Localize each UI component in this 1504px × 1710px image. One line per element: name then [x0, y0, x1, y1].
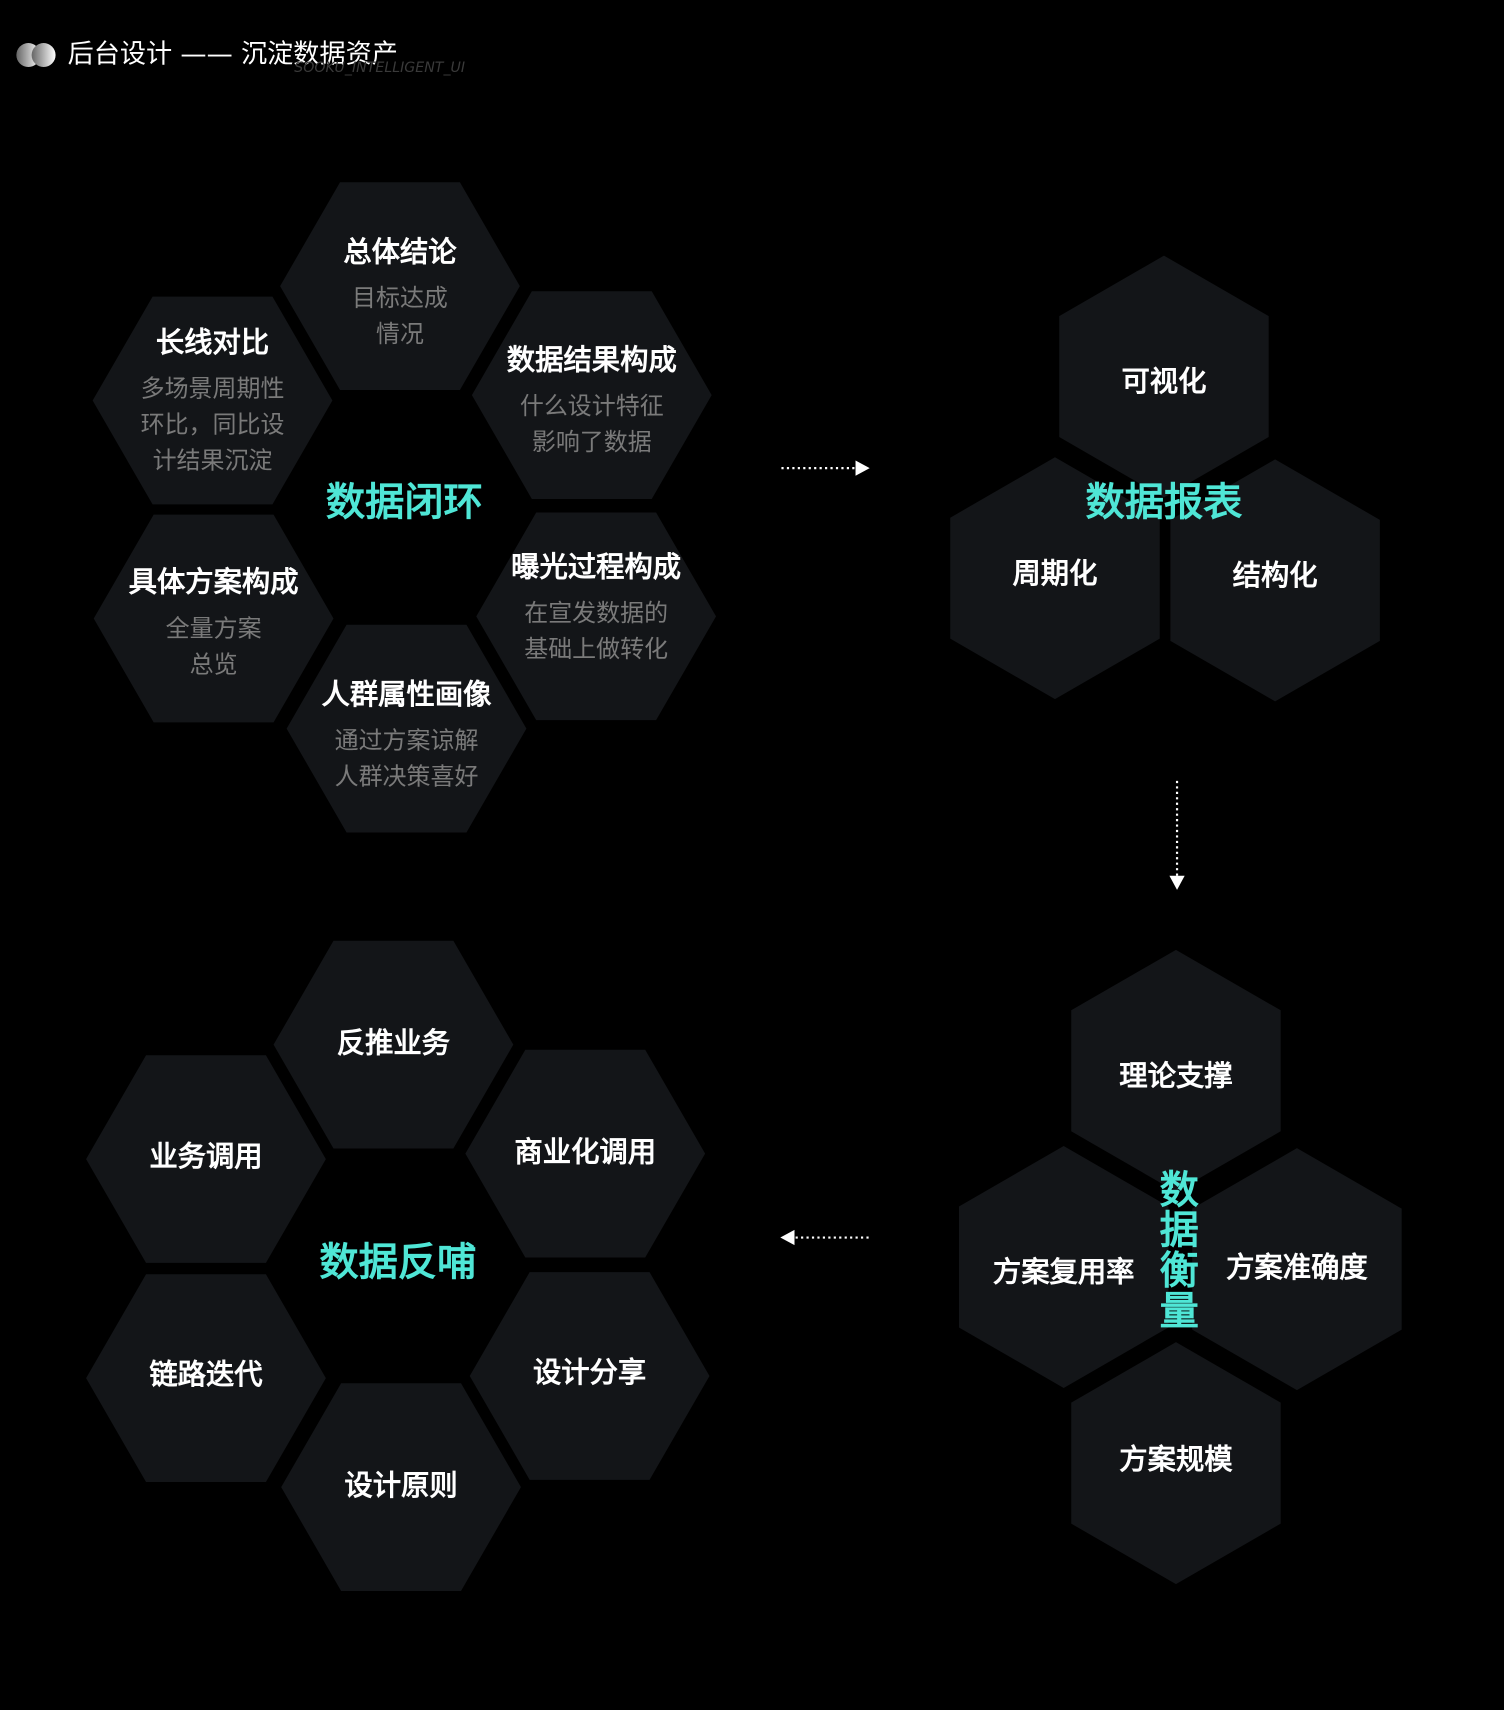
group-label-char: 数 [1160, 1168, 1200, 1213]
hex-title: 周期化 [1012, 557, 1097, 590]
hexagon-shape [1170, 459, 1380, 702]
hex-title: 人群属性画像 [322, 678, 493, 711]
hex-title: 长线对比 [156, 326, 269, 359]
hexagon-shape [281, 1383, 521, 1591]
hex-subtitle: 人群决策喜好 [335, 763, 479, 791]
hex-title: 方案准确度 [1226, 1251, 1368, 1284]
hexagon-shape [1059, 255, 1269, 498]
hex-node: 方案准确度 [1192, 1148, 1402, 1391]
group-label: 数据报表 [1086, 481, 1244, 526]
hexagon-shape [93, 514, 334, 723]
hex-subtitle: 通过方案谅解 [335, 727, 479, 755]
hex-subtitle: 环比，同比设 [141, 411, 285, 439]
hex-title: 理论支撑 [1119, 1059, 1232, 1092]
hex-subtitle: 全量方案 [166, 614, 262, 642]
hex-node: 结构化 [1170, 459, 1380, 702]
hex-node: 可视化 [1059, 255, 1269, 498]
hexagon-shape [92, 296, 333, 505]
dotted-arrow-right-icon [781, 460, 870, 476]
hex-node: 周期化 [950, 457, 1160, 700]
page-title: 后台设计 —— 沉淀数据资产 [68, 40, 398, 70]
hexagon-shape [1192, 1148, 1402, 1391]
hex-title: 商业化调用 [514, 1136, 656, 1169]
hex-node: 设计原则 [281, 1383, 521, 1591]
hex-node: 反推业务 [273, 940, 514, 1149]
hex-title: 具体方案构成 [129, 566, 299, 599]
hex-subtitle: 什么设计特征 [520, 392, 664, 420]
hexagon-shape [958, 1145, 1169, 1388]
hex-subtitle: 总览 [190, 650, 238, 678]
hex-subtitle: 在宣发数据的 [524, 599, 668, 627]
hex-title: 可视化 [1121, 365, 1206, 398]
hexagon-shape [286, 624, 527, 833]
hexagon-shape [86, 1055, 326, 1263]
hexagon-shape [86, 1274, 326, 1482]
hexagon-shape [1071, 1342, 1281, 1585]
hexagon-shape [273, 940, 514, 1149]
watermark: SOOKU_INTELLIGENT_UI [294, 60, 465, 76]
hex-title: 设计原则 [344, 1469, 457, 1502]
hexagon-shape [476, 512, 717, 721]
group-label: 数据闭环 [326, 481, 483, 526]
hex-node: 理论支撑 [1071, 949, 1281, 1192]
hex-subtitle: 情况 [376, 320, 424, 348]
hex-subtitle: 影响了数据 [532, 428, 652, 456]
hex-group-1: 总体结论目标达成情况长线对比多场景周期性环比，同比设计结果沉淀数据结果构成什么设… [92, 182, 717, 833]
group-label-char: 量 [1160, 1289, 1199, 1334]
group-label: 数据反哺 [319, 1240, 476, 1285]
hex-subtitle: 计结果沉淀 [153, 447, 273, 475]
hexagon-shape [1071, 949, 1281, 1192]
hexagon-shape [280, 182, 520, 390]
header: 后台设计 —— 沉淀数据资产 SOOKU_INTELLIGENT_UI [16, 40, 465, 76]
hex-title: 方案复用率 [993, 1256, 1135, 1289]
hex-title: 数据结果构成 [507, 343, 677, 376]
hexagon-shape [469, 1272, 710, 1480]
hexagon-shape [950, 457, 1160, 700]
two-circles-logo-icon [16, 43, 56, 68]
hexagon-shape [471, 291, 712, 499]
hex-title: 业务调用 [149, 1140, 262, 1173]
hex-title: 总体结论 [343, 235, 457, 268]
hex-title: 设计分享 [533, 1356, 646, 1389]
hex-subtitle: 目标达成 [352, 284, 448, 312]
hex-node: 方案复用率 [958, 1145, 1169, 1388]
hex-title: 曝光过程构成 [511, 550, 681, 583]
hex-node: 方案规模 [1071, 1342, 1281, 1585]
hex-node: 业务调用 [86, 1055, 326, 1263]
hex-node: 设计分享 [469, 1272, 710, 1480]
dotted-arrow-down-icon [1169, 780, 1185, 890]
hex-node: 商业化调用 [465, 1049, 706, 1258]
hex-title: 链路迭代 [149, 1358, 263, 1391]
dotted-arrow-left-icon [780, 1229, 869, 1246]
hexagon-shape [465, 1049, 706, 1258]
hex-title: 方案规模 [1119, 1443, 1233, 1476]
hex-title: 结构化 [1233, 559, 1318, 592]
hex-node: 链路迭代 [86, 1274, 326, 1482]
hex-title: 反推业务 [337, 1027, 451, 1060]
hex-subtitle: 基础上做转化 [524, 635, 668, 663]
group-label-char: 据 [1160, 1209, 1199, 1254]
group-label-char: 衡 [1160, 1249, 1199, 1294]
hex-subtitle: 多场景周期性 [141, 375, 285, 403]
